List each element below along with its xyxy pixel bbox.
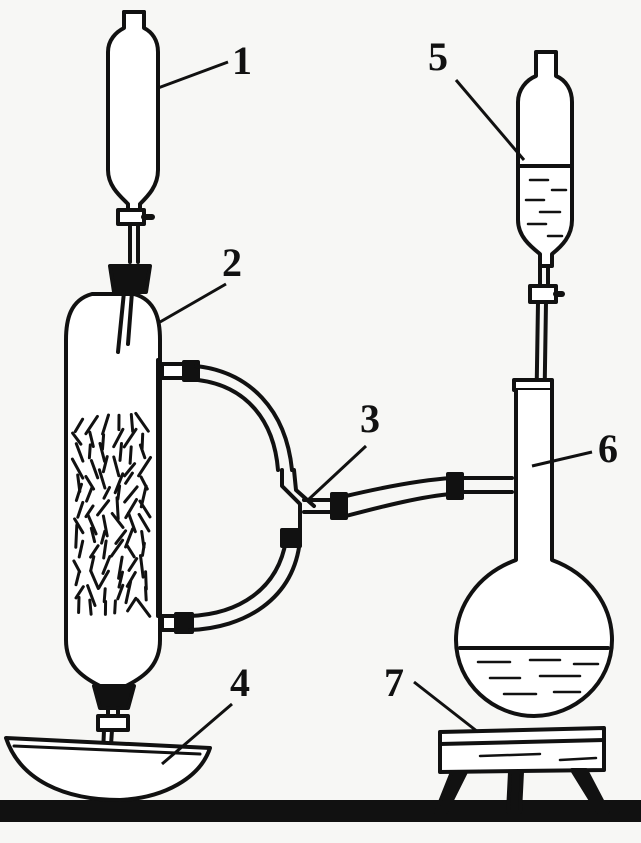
packing-mark [127, 511, 137, 534]
packing-mark [89, 555, 96, 573]
packing-mark [89, 569, 100, 590]
packing-mark [74, 442, 85, 463]
packing-mark [98, 442, 107, 463]
packing-mark [127, 557, 139, 572]
packing-mark [73, 417, 85, 434]
label-5: 5 [428, 34, 448, 79]
packing-mark [112, 455, 121, 478]
packing-mark [70, 457, 85, 480]
label-6: 6 [598, 426, 618, 471]
funnel-liquid [518, 164, 572, 238]
label-3: 3 [360, 396, 380, 441]
packing-mark [101, 433, 106, 451]
packing-mark [73, 517, 85, 535]
packing-mark [129, 413, 135, 433]
packing-mark [77, 539, 85, 559]
packing-mark [124, 471, 134, 485]
collecting-dish [4, 736, 212, 802]
packing-mark [101, 555, 112, 575]
packing-mark [117, 570, 124, 589]
packing-mark [74, 482, 83, 502]
packing-mark [114, 529, 128, 545]
packing-mark [126, 596, 138, 613]
packing-mark [137, 512, 151, 533]
packing-mark [124, 580, 133, 605]
packing-mark [138, 443, 147, 460]
packing-mark [74, 585, 85, 600]
packing-mark [97, 569, 110, 590]
packing-mark [124, 527, 135, 549]
packing-mark [101, 413, 110, 436]
packing-mark [122, 427, 138, 449]
packing-mark [84, 414, 99, 436]
packing-mark [144, 585, 148, 602]
packing-mark [87, 443, 92, 460]
hot-plate [434, 726, 610, 814]
packing-mark [141, 541, 146, 557]
packing-mark [116, 583, 125, 601]
packing-mark [101, 514, 109, 538]
packing-mark [97, 468, 107, 490]
packing-mark [89, 544, 100, 559]
packing-mark [139, 554, 145, 579]
packing-mark [85, 485, 94, 503]
packing-mark [128, 445, 133, 465]
packing-mark [100, 529, 107, 545]
label-4: 4 [230, 660, 250, 705]
packing-mark [112, 427, 125, 449]
dropping-funnel-right [516, 50, 574, 432]
packing-mark [123, 462, 137, 478]
packing-mark [115, 496, 120, 521]
packing-mark [113, 472, 125, 495]
packing-mark [125, 544, 136, 559]
connecting-hoses [160, 360, 514, 634]
leader-lines [157, 60, 593, 766]
label-1: 1 [232, 38, 252, 83]
column-packing [70, 411, 152, 618]
packing-mark [109, 538, 125, 558]
packing-mark [102, 486, 111, 500]
packing-mark [118, 442, 123, 462]
flask-liquid [458, 646, 610, 696]
packing-mark [96, 499, 111, 517]
packing-mark [102, 539, 108, 560]
packing-mark [89, 526, 97, 544]
packing-mark [101, 455, 109, 474]
packing-mark [117, 555, 124, 580]
packing-mark [102, 587, 107, 604]
packing-mark [74, 570, 81, 587]
table-surface [0, 800, 641, 822]
dropping-funnel-left [106, 10, 160, 264]
packing-mark [110, 512, 125, 529]
packing-mark [74, 523, 79, 549]
packing-mark [71, 431, 83, 446]
round-bottom-flask [454, 378, 614, 718]
packing-mark [113, 599, 117, 615]
packing-mark [123, 485, 139, 504]
packing-mark [88, 598, 93, 616]
packing-mark [86, 584, 97, 607]
packing-mark [86, 513, 98, 536]
packing-mark [89, 459, 100, 480]
packing-mark [134, 411, 150, 433]
packing-mark [135, 598, 152, 618]
reaction-column [64, 264, 162, 780]
label-7: 7 [384, 660, 404, 705]
packing-mark [88, 430, 95, 448]
packing-mark [76, 500, 85, 519]
packing-mark [138, 499, 152, 519]
label-2: 2 [222, 240, 242, 285]
packing-mark [72, 559, 82, 574]
packing-mark [137, 456, 152, 478]
